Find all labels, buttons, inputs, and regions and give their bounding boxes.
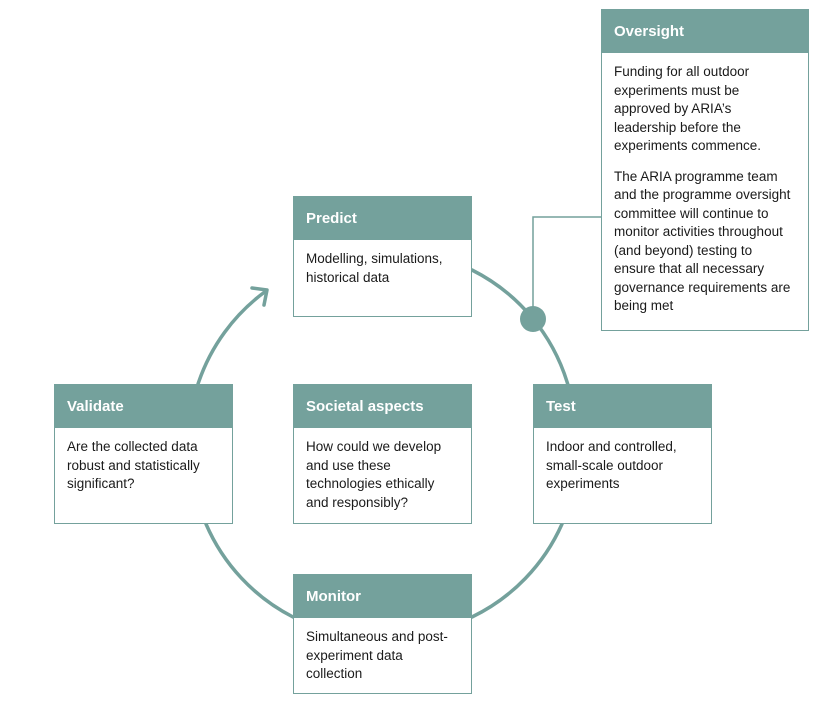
test-card: Test Indoor and controlled, small-scale … <box>533 384 712 524</box>
societal-aspects-card: Societal aspects How could we develop an… <box>293 384 472 524</box>
test-text: Indoor and controlled, small-scale outdo… <box>546 439 677 491</box>
oversight-paragraph-1: Funding for all outdoor experiments must… <box>614 64 762 153</box>
arc-validate-predict <box>196 289 268 386</box>
predict-text: Modelling, simulations, historical data <box>306 251 443 285</box>
predict-title: Predict <box>294 197 471 240</box>
oversight-paragraph-2: The ARIA programme team and the programm… <box>614 168 791 314</box>
oversight-title: Oversight <box>602 10 808 53</box>
arc-test-monitor <box>470 522 564 619</box>
predict-card: Predict Modelling, simulations, historic… <box>293 196 472 317</box>
validate-text: Are the collected data robust and statis… <box>67 439 200 491</box>
monitor-card: Monitor Simultaneous and post-experiment… <box>293 574 472 694</box>
monitor-title: Monitor <box>294 575 471 618</box>
oversight-card: Oversight Funding for all outdoor experi… <box>601 9 809 331</box>
validate-card: Validate Are the collected data robust a… <box>54 384 233 524</box>
arc-predict-test <box>470 268 570 387</box>
arc-monitor-validate <box>204 522 295 619</box>
circle-marker-icon <box>520 306 546 332</box>
test-title: Test <box>534 385 711 428</box>
arrowhead-icon <box>250 286 269 307</box>
societal-aspects-text: How could we develop and use these techn… <box>306 439 442 510</box>
oversight-connector-line <box>532 216 602 318</box>
monitor-text: Simultaneous and post-experiment data co… <box>306 629 448 681</box>
validate-title: Validate <box>55 385 232 428</box>
societal-aspects-title: Societal aspects <box>294 385 471 428</box>
